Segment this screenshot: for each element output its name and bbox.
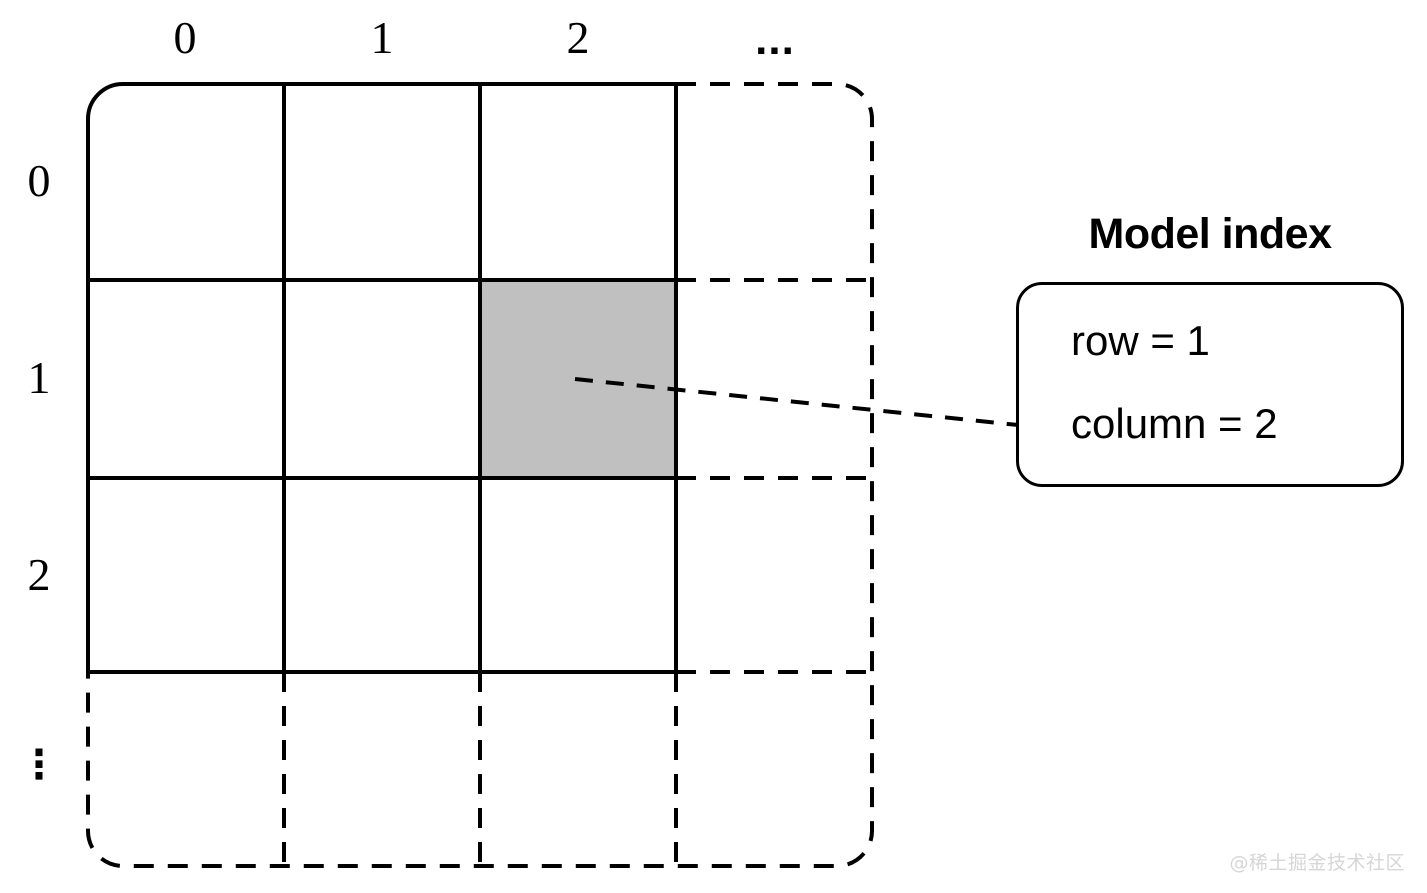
row-header-0: 0 [27,155,51,206]
row-header-1: 1 [27,352,51,403]
callout-row-value: row = 1 [1071,317,1210,364]
row-header-ellipsis: ⋮ [19,743,59,787]
column-header-0: 0 [173,12,197,63]
callout-leader-line [574,377,1019,427]
row-header-2: 2 [27,549,51,600]
grid-solid-outline [86,82,678,674]
watermark: @稀土掘金技术社区 [1229,852,1405,874]
callout-title: Model index [1088,210,1332,258]
callout-column-value: column = 2 [1071,400,1278,447]
column-header-ellipsis: ... [755,15,795,64]
column-header-2: 2 [566,12,590,63]
column-header-1: 1 [370,12,394,63]
model-index-callout-box[interactable]: row = 1 column = 2 [1016,282,1404,487]
grid-dashed-outline [86,82,874,868]
